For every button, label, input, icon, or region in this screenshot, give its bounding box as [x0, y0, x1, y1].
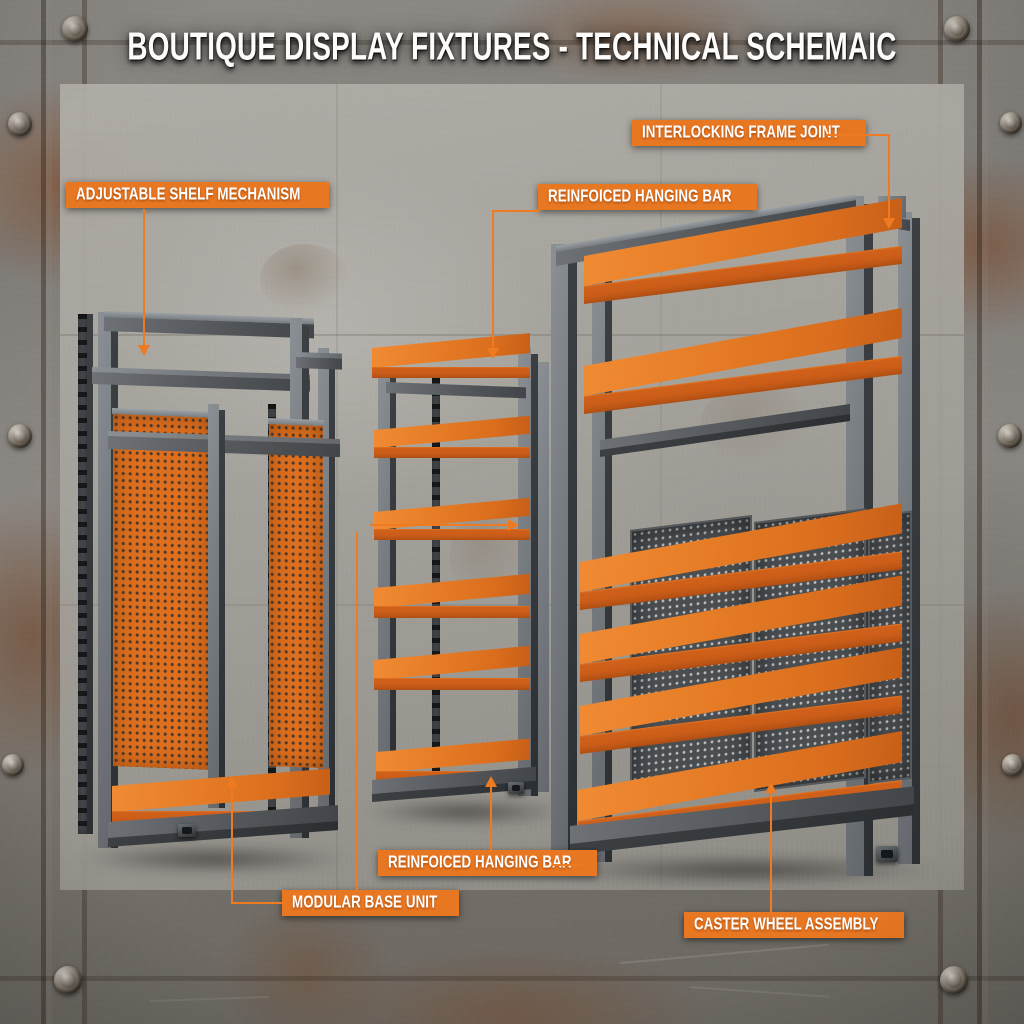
vignette-overlay — [0, 0, 1024, 1024]
schematic-poster: BOUTIQUE DISPLAY FIXTURES - TECHNICAL SC… — [0, 0, 1024, 1024]
